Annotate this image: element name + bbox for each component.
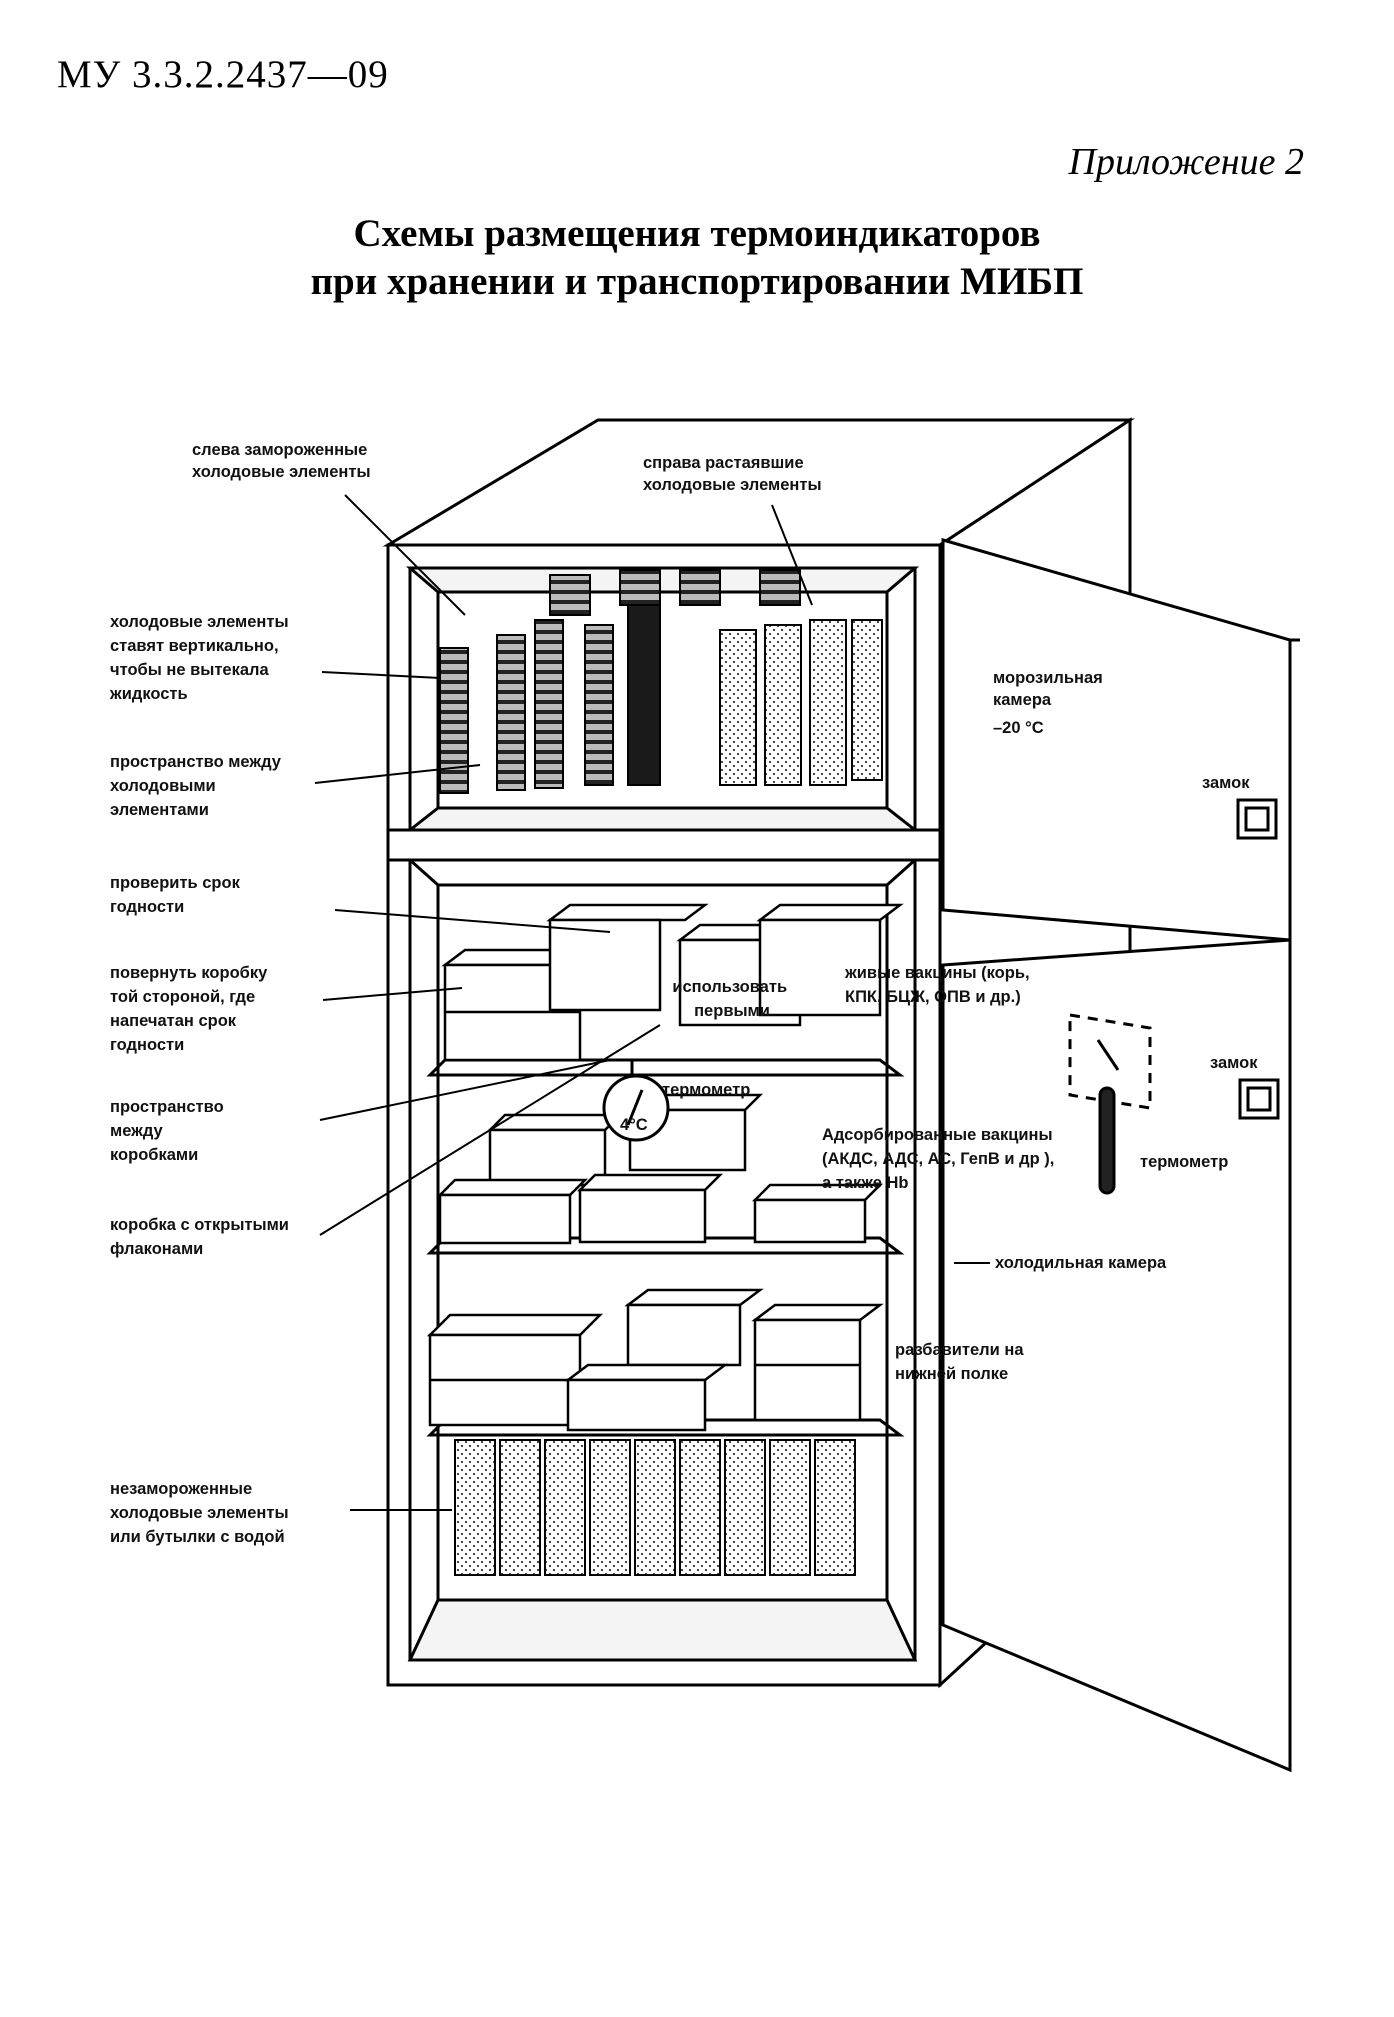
label-fridge-chamber: холодильная камера: [995, 1254, 1167, 1272]
door-thermometer-icon: [1068, 1013, 1152, 1195]
thermometer-temp: 4°С: [620, 1116, 648, 1134]
label-thermometer-door: термометр: [1140, 1153, 1228, 1171]
label-space-between-boxes: пространство между коробками: [110, 1098, 228, 1164]
label-diluents: разбавители на нижней полке: [895, 1341, 1028, 1383]
leader-lines: [314, 494, 990, 1511]
frozen-cold-elements: [439, 569, 801, 794]
label-vertical-elements: холодовые элементы ставят вертикально, ч…: [109, 613, 293, 703]
water-bottles: [454, 1439, 856, 1576]
thawed-cold-elements: [719, 619, 883, 786]
label-use-first: использовать первыми: [672, 978, 791, 1020]
title-line-1: Схемы размещения термоиндикаторов: [353, 212, 1041, 255]
boxes-lower-shelf: [426, 1288, 884, 1432]
appendix-label: Приложение 2: [1068, 141, 1304, 183]
boxes-middle-shelf: [436, 1093, 884, 1245]
label-unfrozen: незамороженные холодовые элементы или бу…: [110, 1480, 293, 1546]
label-lock-top: замок: [1202, 774, 1250, 792]
title-line-2: при хранении и транспортировании МИБП: [310, 260, 1084, 303]
fridge-lock-icon: [1238, 1078, 1280, 1120]
fridge-door: [941, 938, 1292, 1773]
label-left-frozen: слева замороженные холодовые элементы: [192, 441, 372, 481]
label-right-thawed: справа растаявшие холодовые элементы: [643, 454, 822, 494]
boxes-upper-shelf: [441, 903, 904, 1062]
label-space-between-elements: пространство между холодовыми элементами: [110, 753, 286, 819]
label-live-vaccines: живые вакцины (корь, КПК, БЦЖ, ОПВ и др.…: [844, 964, 1034, 1006]
label-open-vials: коробка с открытыми флаконами: [110, 1216, 294, 1258]
label-thermometer-shelf: термометр: [662, 1081, 750, 1099]
label-lock-bottom: замок: [1210, 1054, 1258, 1072]
shelf-thermometer-icon: [602, 1060, 670, 1142]
document-code: МУ 3.3.2.2437—09: [57, 53, 389, 96]
label-check-expiry: проверить срок годности: [110, 874, 244, 916]
freezer-lock-icon: [1236, 798, 1278, 840]
label-freezer: морозильная камера –20 °С: [993, 669, 1107, 737]
freezer-door: [941, 538, 1300, 942]
label-adsorbed-vaccines: Адсорбированные вакцины (АКДС, АДС, АС, …: [822, 1126, 1059, 1192]
label-turn-box: повернуть коробку той стороной, где напе…: [110, 964, 272, 1054]
